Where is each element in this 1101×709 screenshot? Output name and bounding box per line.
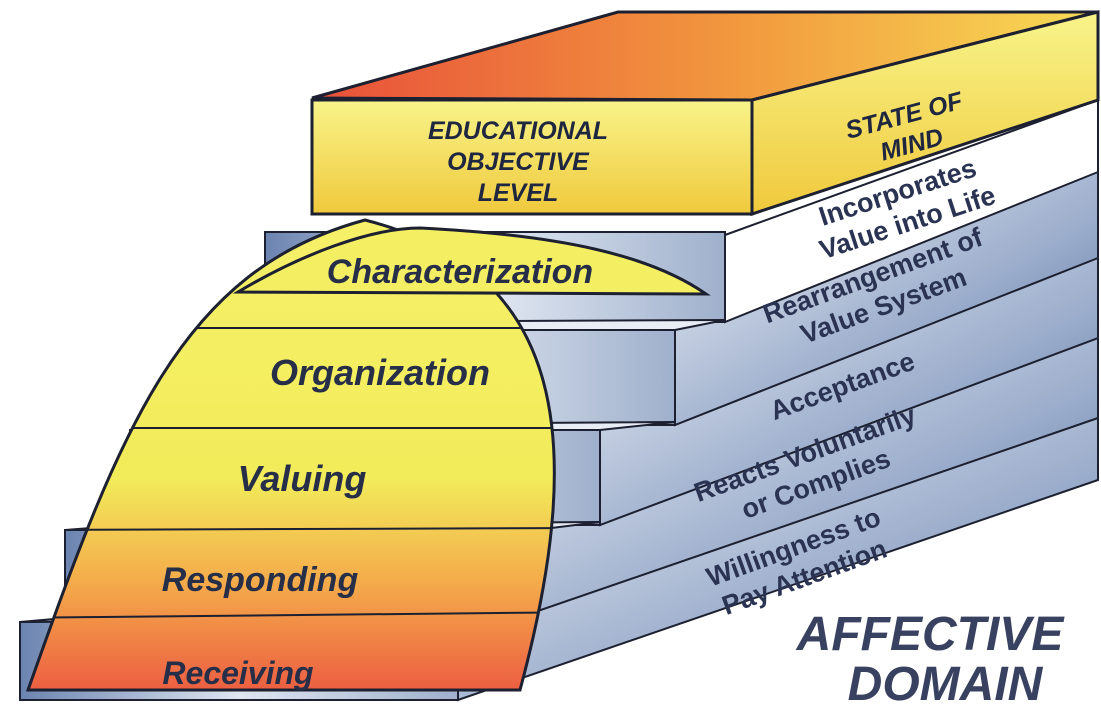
level-label-valuing: Valuing [238, 458, 367, 499]
header-level-line-3: LEVEL [478, 179, 559, 207]
level-arch [25, 218, 711, 692]
level-label-organization: Organization [270, 352, 490, 393]
diagram-caption: AFFECTIVE DOMAIN [796, 608, 1066, 709]
header-level-line-2: OBJECTIVE [447, 148, 590, 176]
level-labels: Characterization Organization Valuing Re… [162, 253, 593, 691]
level-label-characterization: Characterization [327, 253, 593, 291]
header-level-title: EDUCATIONAL OBJECTIVE LEVEL [428, 117, 608, 207]
header-box [310, 10, 1100, 217]
level-label-receiving: Receiving [162, 655, 313, 691]
caption-line-2: DOMAIN [848, 658, 1044, 709]
header-level-line-1: EDUCATIONAL [428, 117, 608, 145]
level-label-responding: Responding [162, 561, 359, 599]
step-side-faces [457, 98, 1099, 702]
caption-line-1: AFFECTIVE [796, 608, 1066, 661]
